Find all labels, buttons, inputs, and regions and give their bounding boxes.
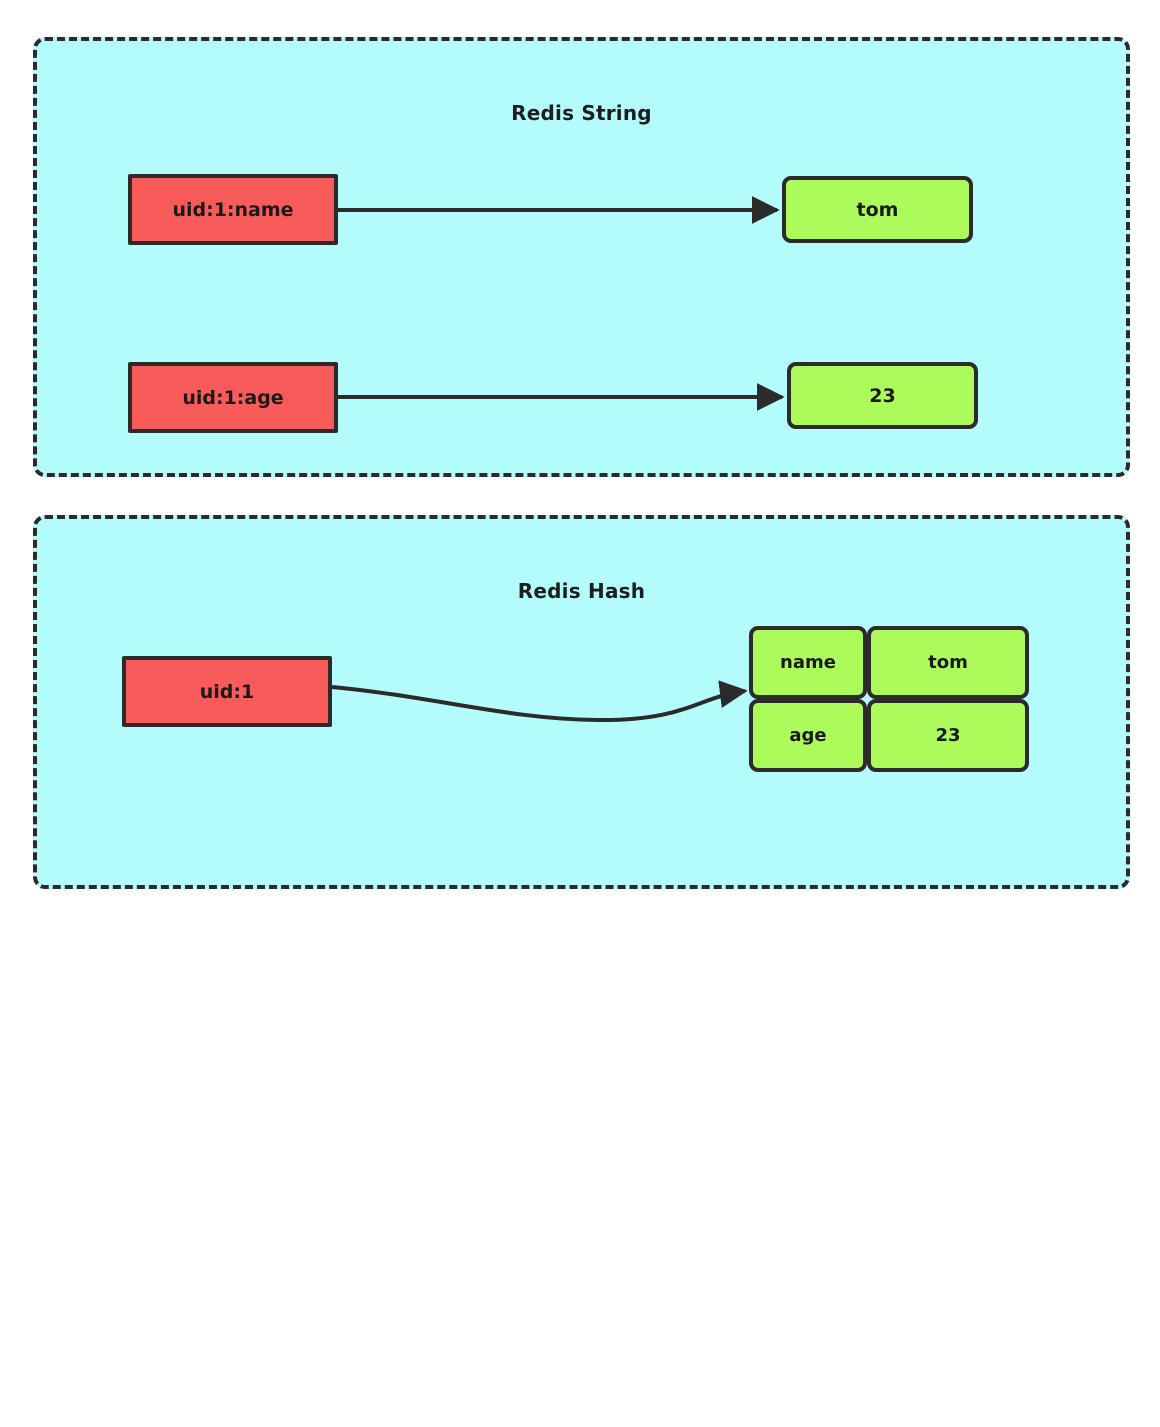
- hash-field-name: name: [749, 626, 867, 699]
- key-box-uid-1-name: uid:1:name: [128, 174, 338, 245]
- hash-value-age: 23: [867, 699, 1029, 772]
- diagram-canvas: Redis String uid:1:name tom uid:1:age 23…: [33, 37, 1130, 889]
- panel-title-redis-string: Redis String: [511, 101, 652, 125]
- panel-redis-hash: Redis Hash uid:1 name tom age 23: [33, 515, 1130, 889]
- hash-field-age: age: [749, 699, 867, 772]
- hash-table: name tom age 23: [749, 626, 1039, 776]
- arrow-uid-1-to-hash-table: [331, 680, 748, 723]
- hash-value-name: tom: [867, 626, 1029, 699]
- key-box-uid-1: uid:1: [122, 656, 332, 727]
- panel-title-redis-hash: Redis Hash: [517, 579, 646, 603]
- panel-redis-string: Redis String uid:1:name tom uid:1:age 23: [33, 37, 1130, 477]
- value-box-tom: tom: [782, 176, 973, 243]
- key-box-uid-1-age: uid:1:age: [128, 362, 338, 433]
- value-box-23: 23: [787, 362, 978, 429]
